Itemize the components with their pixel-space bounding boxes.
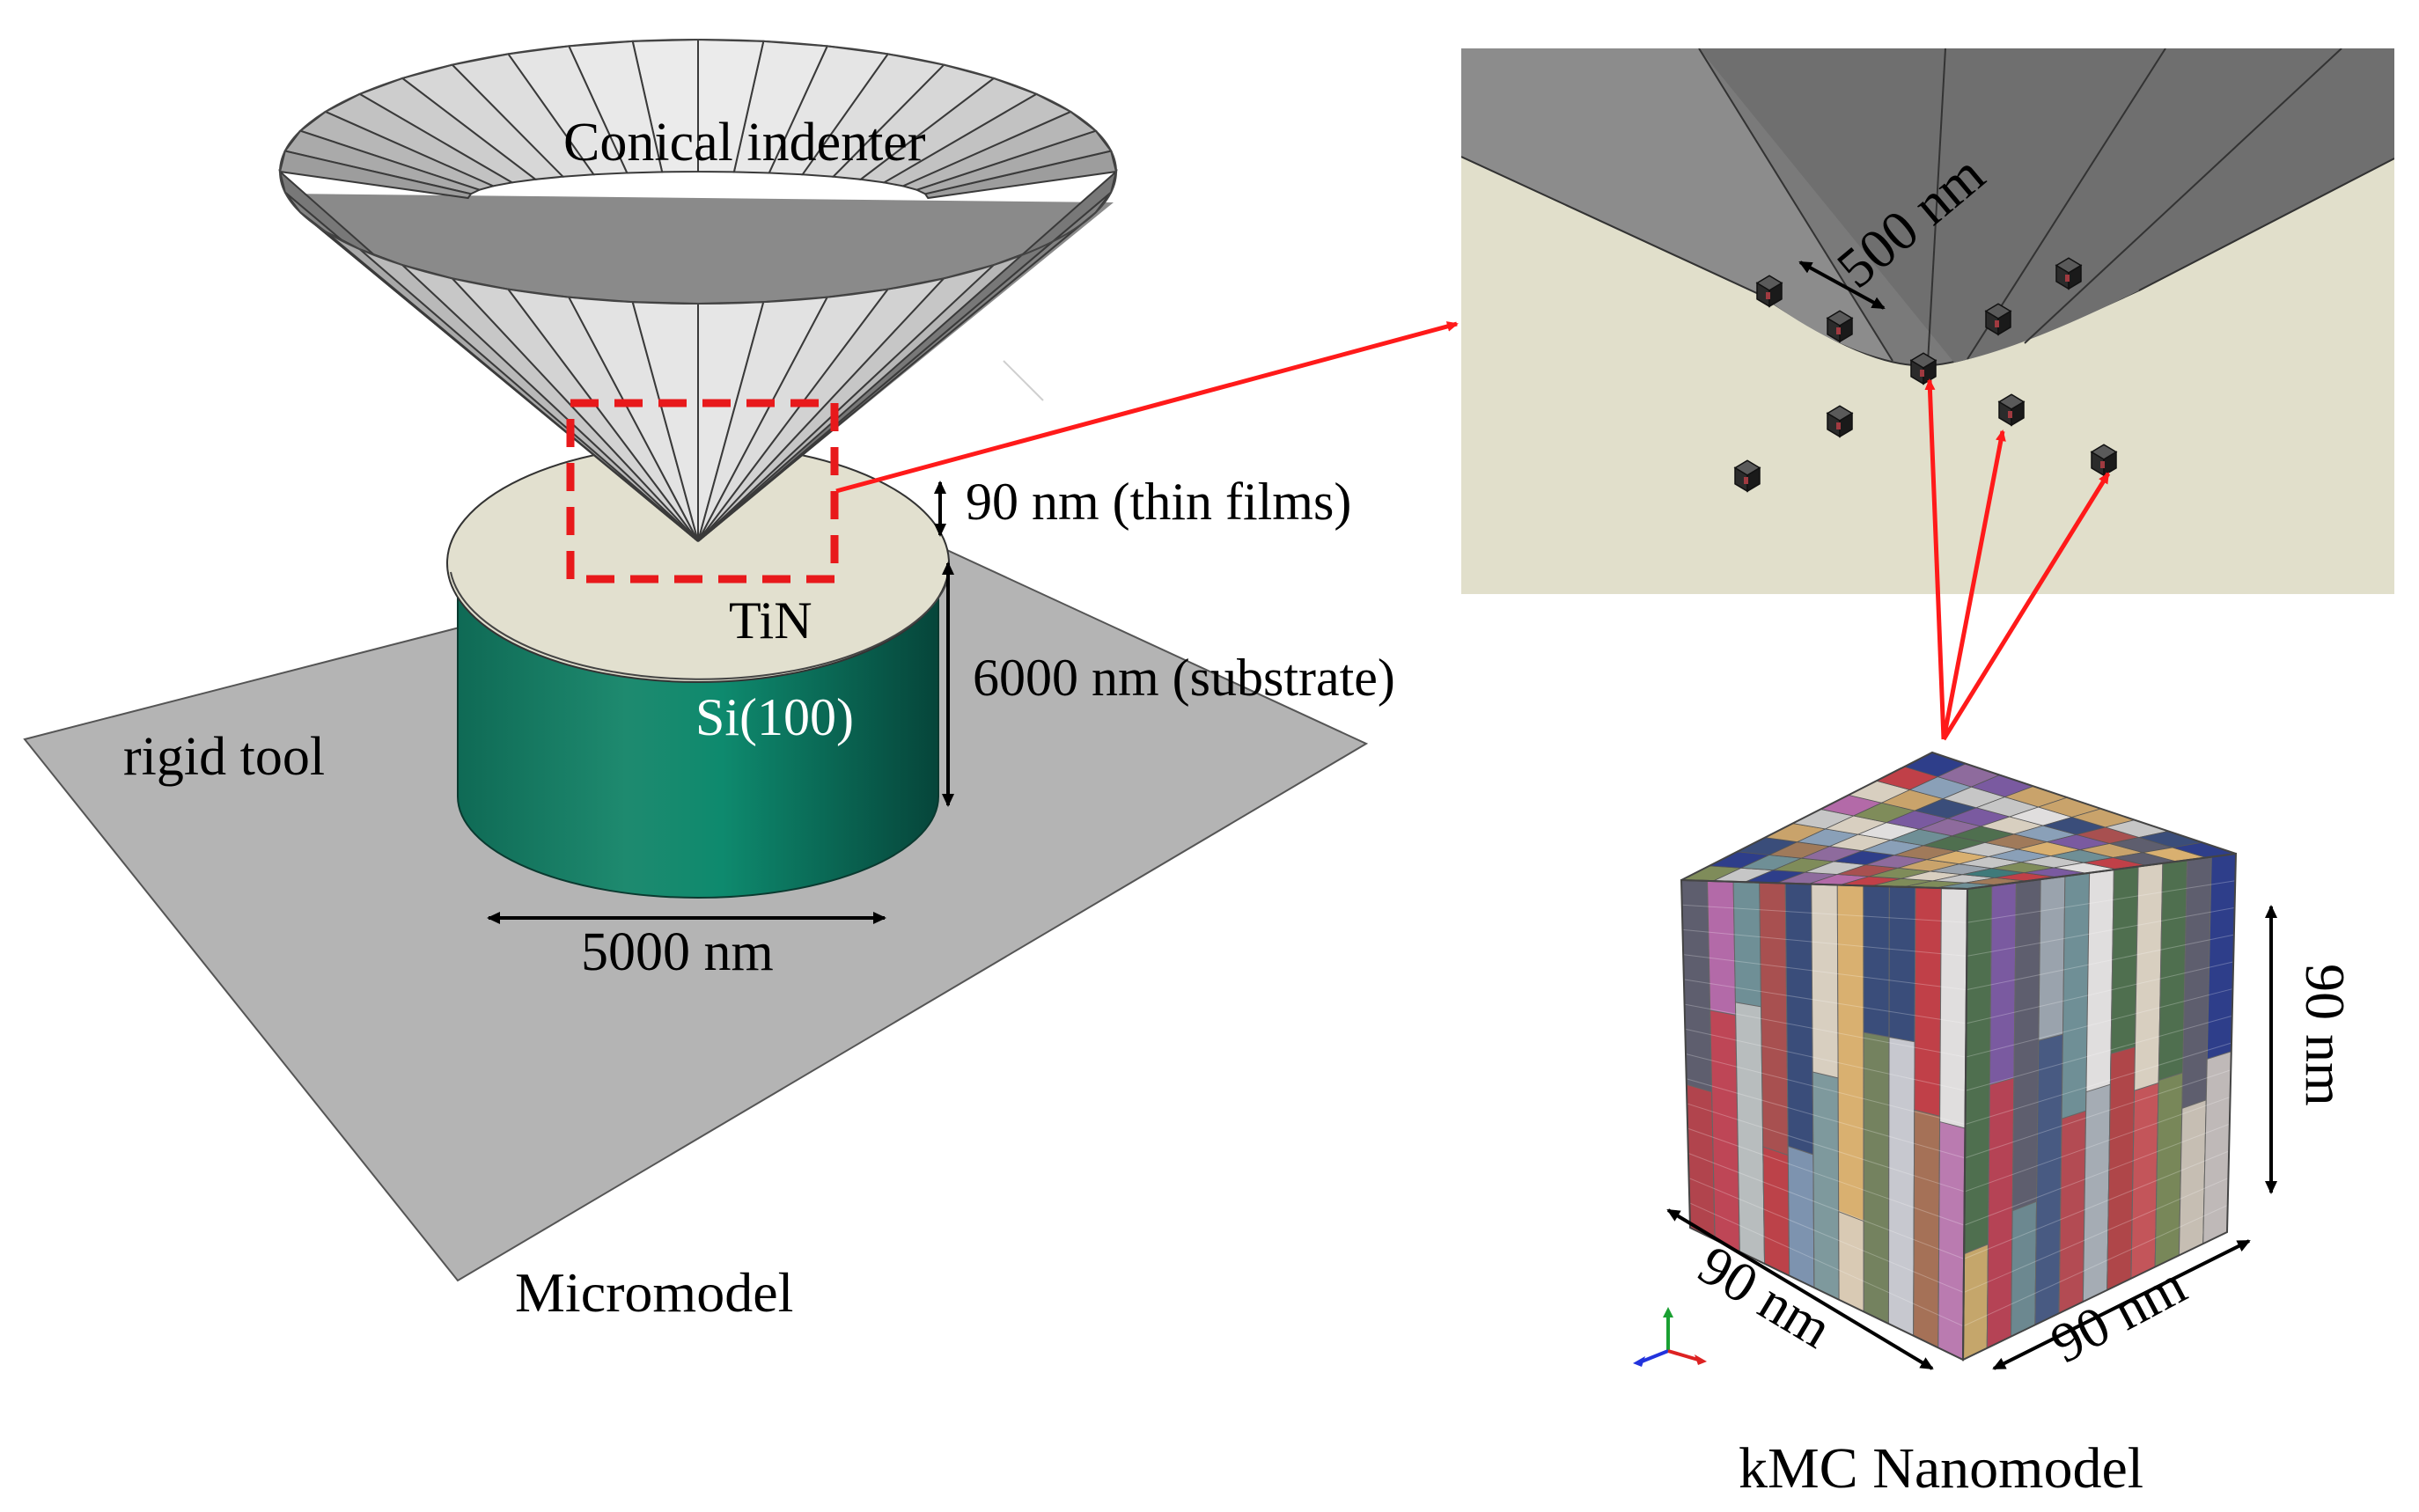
substrate-cylinder bbox=[446, 444, 950, 899]
grain-column bbox=[1913, 1109, 1941, 1349]
grain-column bbox=[2058, 1110, 2087, 1315]
nanocube-grain bbox=[1744, 477, 1748, 484]
nanocube-grain bbox=[1836, 422, 1841, 429]
substrate-material-label: Si(100) bbox=[695, 688, 854, 746]
cube-depth-arrow bbox=[1666, 1208, 1934, 1370]
cone-inner-facet bbox=[278, 150, 473, 200]
zoom-view: 500 nm bbox=[1461, 48, 2394, 594]
mesh-line bbox=[1685, 1028, 1966, 1091]
mesh-line bbox=[1964, 1069, 2232, 1159]
grain-column bbox=[1887, 1036, 1915, 1337]
nanocube-right bbox=[2103, 451, 2117, 477]
mesh-line bbox=[1687, 1103, 1965, 1193]
film-material-label: TiN bbox=[729, 591, 812, 650]
nanocube-right bbox=[1839, 412, 1853, 438]
micromodel-label: Micromodel bbox=[515, 1261, 793, 1324]
conical-indenter bbox=[278, 38, 1118, 542]
mesh-line bbox=[1964, 1096, 2231, 1193]
cube-right-face bbox=[1962, 853, 2237, 1361]
rigid-tool-label: rigid tool bbox=[123, 727, 325, 787]
cube-top-face bbox=[1680, 752, 2237, 890]
zoom-scale-arrow bbox=[1798, 261, 1886, 310]
nanocube-right bbox=[1839, 317, 1853, 343]
nanocube-right bbox=[1923, 359, 1937, 385]
mesh-line bbox=[1686, 1078, 1966, 1159]
grain-column bbox=[2034, 1033, 2063, 1326]
grain-column bbox=[1787, 1145, 1815, 1288]
film-thickness-label: 90 nm (thin films) bbox=[966, 473, 1351, 531]
grain-column bbox=[1838, 1210, 1864, 1313]
mesh-line bbox=[1685, 1053, 1966, 1125]
nanocube-grain bbox=[1766, 292, 1770, 299]
grain-column bbox=[1812, 1071, 1840, 1301]
grain-column bbox=[2130, 1082, 2159, 1280]
nanocube-grain bbox=[2008, 411, 2012, 418]
nanocube-right bbox=[2068, 264, 2082, 290]
embedded-nanocubes bbox=[1733, 257, 2118, 493]
mesh-line bbox=[1966, 934, 2234, 991]
mesh-line bbox=[1967, 906, 2235, 957]
cube-width-arrow bbox=[1992, 1239, 2251, 1370]
nanomodel-label: kMC Nanomodel bbox=[1739, 1436, 2143, 1501]
nanocube-grain bbox=[1836, 327, 1841, 334]
grain-column bbox=[2011, 1200, 2038, 1338]
nanomodel-link-arrows bbox=[1924, 378, 2111, 741]
grain-column bbox=[1762, 1146, 1790, 1277]
mesh-line bbox=[1683, 979, 1967, 1024]
nanocube-right bbox=[1746, 466, 1761, 493]
nanocube-grain bbox=[2100, 461, 2105, 468]
grain-column bbox=[1709, 1009, 1740, 1253]
substrate-thickness-label: 6000 nm (substrate) bbox=[973, 649, 1395, 707]
micromodel-group: Conical indenter 90 nm (thin films) TiN … bbox=[23, 38, 1395, 1324]
xyz-axis-triad-icon bbox=[1633, 1307, 1707, 1367]
grain-column bbox=[2154, 1072, 2184, 1268]
kmc-nanomodel-cube: 90 nm 90 nm 90 nm kMC Nanomodel bbox=[1633, 751, 2357, 1501]
zoom-region-box bbox=[566, 399, 839, 584]
grain-column bbox=[1863, 1031, 1890, 1325]
nanocube-right bbox=[1768, 282, 1783, 308]
mesh-line bbox=[1966, 988, 2233, 1058]
conical-indenter-label: Conical indenter bbox=[563, 113, 926, 172]
nanocube-right bbox=[2011, 400, 2025, 427]
grain-column bbox=[1937, 1120, 1966, 1361]
grain-column bbox=[1986, 1077, 2015, 1349]
mesh-line bbox=[1965, 1015, 2232, 1091]
nanocube-grain bbox=[2065, 275, 2070, 282]
mesh-line bbox=[1681, 904, 1967, 923]
nanocube-right bbox=[1997, 310, 2011, 336]
cube-height-label: 90 nm bbox=[2294, 964, 2357, 1106]
diameter-label: 5000 nm bbox=[581, 922, 774, 982]
mesh-line bbox=[1964, 1123, 2231, 1226]
mesh-line bbox=[1687, 1127, 1965, 1226]
nanocube-grain bbox=[1920, 370, 1924, 377]
grain-column bbox=[1962, 1244, 1989, 1361]
mesh-line bbox=[1682, 928, 1967, 957]
cone-facet bbox=[697, 169, 1118, 542]
mesh-line bbox=[1967, 880, 2236, 923]
zoom-connector-arrow bbox=[835, 321, 1459, 494]
mesh-line bbox=[1684, 1003, 1967, 1058]
mesh-line bbox=[1965, 1042, 2232, 1125]
nanocube-grain bbox=[1995, 320, 1999, 327]
mesh-line bbox=[1683, 954, 1967, 991]
mesh-line bbox=[1966, 961, 2234, 1024]
grain-column bbox=[2178, 1099, 2207, 1257]
